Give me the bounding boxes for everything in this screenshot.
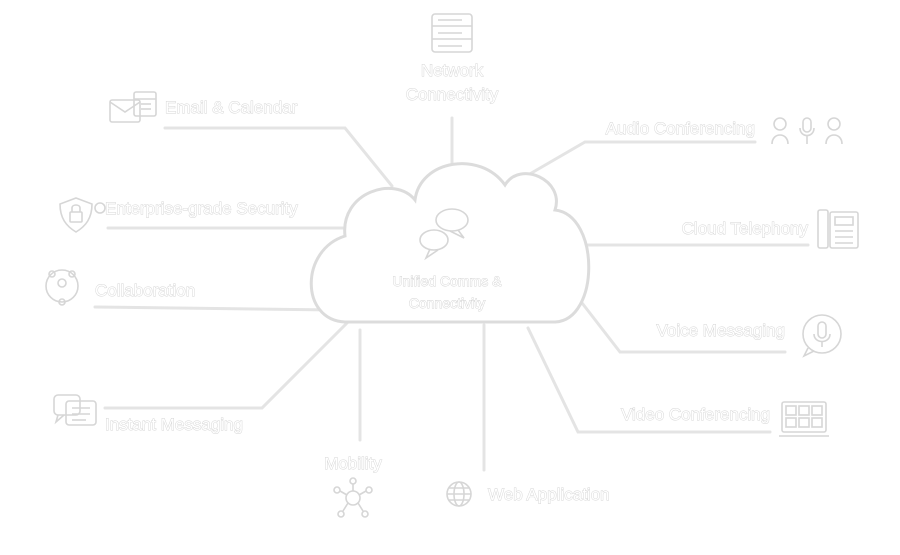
node-telephony: Cloud Telephony [681,209,859,249]
connector-audio [526,140,757,177]
node-security: Enterprise-grade Security [59,197,299,233]
chat-bubbles-icon [419,208,469,261]
desk-phone-icon [817,209,859,249]
im-label: Instant Messaging [105,415,243,434]
node-network: Network Connectivity [405,13,499,104]
collaboration-label: Collaboration [95,281,195,300]
node-audio: Audio Conferencing [605,117,843,145]
team-circle-icon [45,269,79,306]
server-rack-icon [431,13,473,53]
video-screen-icon [779,401,829,437]
connector-email [163,126,394,188]
node-video: Video Conferencing [621,401,829,437]
connector-video [526,326,772,434]
telephony-label: Cloud Telephony [682,219,809,238]
network-label-line2: Connectivity [406,85,499,104]
shield-lock-icon [59,197,106,233]
node-im: Instant Messaging [53,394,243,434]
center-cloud: Unified Comms & Connectivity [309,162,591,324]
security-label: Enterprise-grade Security [105,199,298,218]
node-mobility: Mobility [324,454,383,518]
chat-window-icon [53,394,97,426]
node-collaboration: Collaboration [45,269,196,306]
node-email: Email & Calendar [109,91,298,123]
network-label-line1: Network [421,61,484,80]
video-label: Video Conferencing [621,405,770,424]
globe-icon [446,481,472,507]
node-voice: Voice Messaging [656,314,842,358]
voice-label: Voice Messaging [656,321,785,340]
email-label: Email & Calendar [165,98,298,117]
center-label-line2: Connectivity [409,295,485,311]
connector-collaboration [93,305,337,312]
connector-voice [570,288,787,354]
people-microphone-icon [771,117,843,145]
email-calendar-icon [109,91,157,123]
voice-message-icon [802,314,842,358]
network-hub-icon [333,477,373,518]
web-label: Web Application [488,485,610,504]
mobility-label: Mobility [324,454,382,473]
connector-im [103,320,350,410]
audio-label: Audio Conferencing [606,119,755,138]
center-label-line1: Unified Comms & [393,273,503,289]
connector-lines [93,116,810,472]
node-web: Web Application [446,481,610,507]
cloud-shape [309,162,591,324]
